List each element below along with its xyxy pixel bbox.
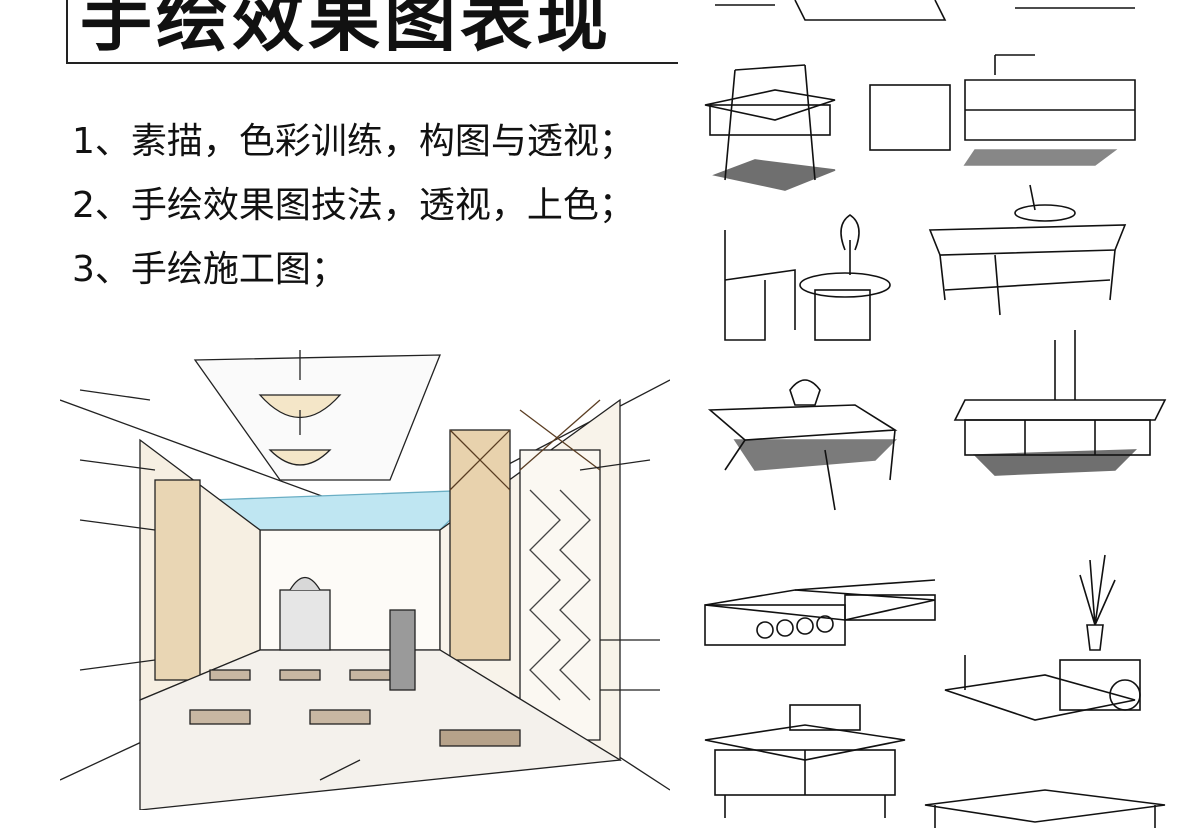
list-item: 2、手绘效果图技法，透视，上色； bbox=[72, 185, 635, 226]
interior-corridor-sketch bbox=[60, 340, 670, 810]
page-title: 手绘效果图表现 bbox=[80, 0, 613, 61]
title-frame bbox=[66, 0, 678, 64]
list-item: 3、手绘施工图； bbox=[72, 249, 347, 290]
item-list: 1、素描，色彩训练，构图与透视； 2、手绘效果图技法，透视，上色； 3、手绘施工… bbox=[72, 110, 635, 302]
list-item: 1、素描，色彩训练，构图与透视； bbox=[72, 121, 635, 162]
furniture-sketches bbox=[695, 0, 1180, 828]
